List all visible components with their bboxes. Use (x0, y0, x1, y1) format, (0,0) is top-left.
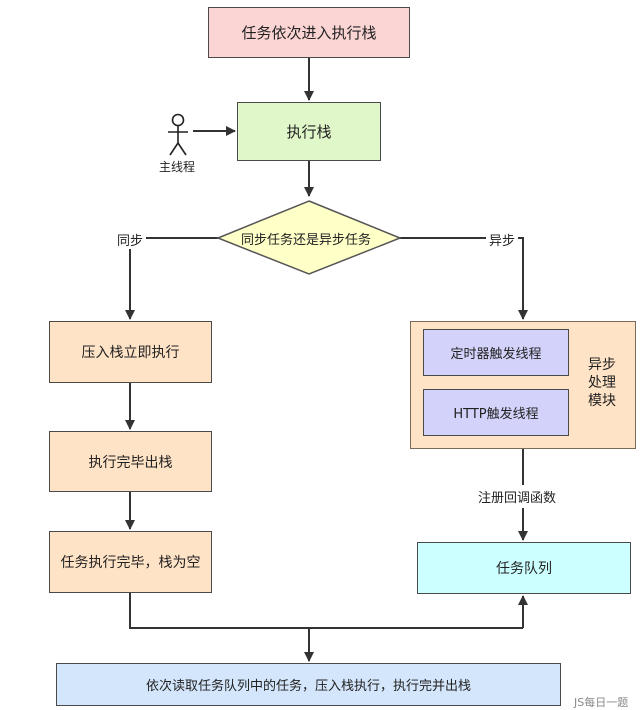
timer-thread-node: 定时器触发线程 (423, 329, 569, 376)
arrow-decision-to-sync (125, 237, 220, 320)
main-thread-label: 主线程 (159, 160, 196, 174)
main-thread-icon (168, 113, 188, 156)
task-queue-node: 任务队列 (417, 542, 631, 594)
sync-label: 同步 (114, 230, 147, 249)
pop-done-node: 执行完毕出栈 (49, 431, 212, 492)
async-module-label: 异步处理模块 (588, 357, 616, 409)
register-callback-label: 注册回调函数 (474, 485, 561, 508)
async-label: 异步 (486, 230, 519, 249)
decision-diamond (215, 200, 403, 275)
empty-stack-node: 任务执行完毕，栈为空 (49, 531, 212, 593)
push-exec-node: 压入栈立即执行 (49, 321, 212, 383)
exec-stack-node: 执行栈 (237, 102, 381, 161)
decision-label: 同步任务还是异步任务 (241, 233, 372, 248)
start-node: 任务依次进入执行栈 (208, 7, 410, 58)
http-thread-node: HTTP触发线程 (423, 389, 569, 436)
read-queue-node: 依次读取任务队列中的任务，压入栈执行，执行完并出栈 (56, 663, 561, 706)
watermark: JS每日一题 (574, 696, 629, 709)
arrow-decision-to-async (399, 237, 528, 320)
line-empty-down (129, 593, 523, 629)
